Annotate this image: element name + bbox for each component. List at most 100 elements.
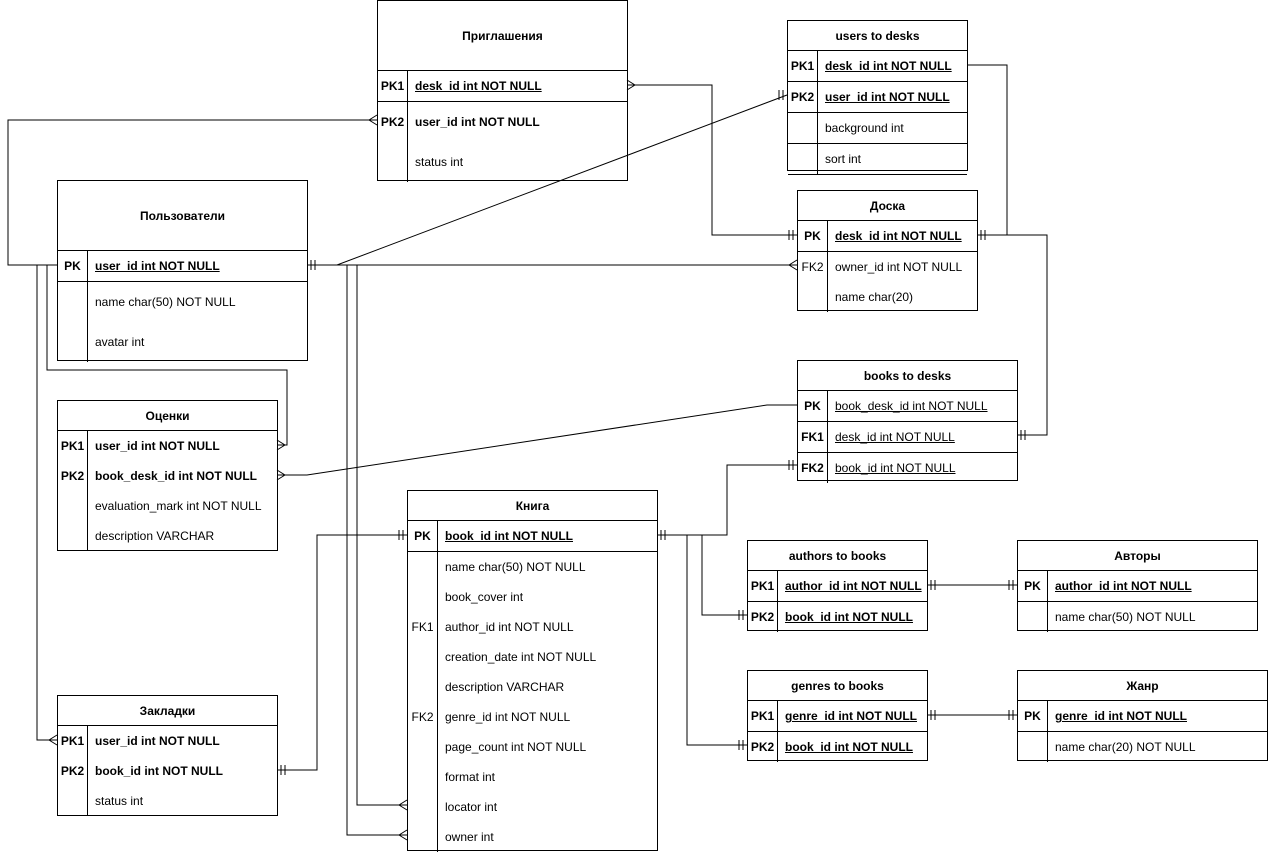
- table-row[interactable]: sort int: [788, 144, 967, 175]
- table-row[interactable]: format int: [408, 762, 657, 792]
- table-row[interactable]: description VARCHAR: [58, 521, 277, 551]
- field-cell: name char(50) NOT NULL: [95, 295, 236, 309]
- field-cell: author_id int NOT NULL: [445, 620, 574, 634]
- key-cell: [408, 732, 438, 762]
- table-row[interactable]: name char(50) NOT NULL: [1018, 602, 1257, 632]
- table-row[interactable]: status int: [378, 142, 627, 182]
- relationship-line: [36, 265, 57, 741]
- field-cell: user_id int NOT NULL: [95, 734, 220, 748]
- marker-stroke: [626, 79, 636, 86]
- table-row[interactable]: PK2 book_id int NOT NULL: [748, 602, 927, 632]
- marker-stroke: [398, 829, 408, 836]
- table-row[interactable]: name char(50) NOT NULL: [58, 282, 307, 322]
- table-row[interactable]: description VARCHAR: [408, 672, 657, 702]
- table-row[interactable]: creation_date int NOT NULL: [408, 642, 657, 672]
- key-cell: PK2: [748, 602, 778, 632]
- field-cell: book_id int NOT NULL: [785, 610, 913, 624]
- table-title: users to desks: [788, 21, 967, 51]
- field-cell: genre_id int NOT NULL: [785, 709, 917, 723]
- field-cell: book_id int NOT NULL: [95, 764, 223, 778]
- field-cell: book_id int NOT NULL: [835, 461, 956, 475]
- key-cell: PK: [1018, 701, 1048, 731]
- field-cell: sort int: [825, 152, 862, 166]
- field-cell: genre_id int NOT NULL: [445, 710, 571, 724]
- key-cell: PK2: [58, 461, 88, 491]
- table-title: genres to books: [748, 671, 927, 701]
- key-cell: [408, 822, 438, 852]
- marker-stroke: [368, 119, 378, 126]
- key-cell: [58, 521, 88, 551]
- table-row[interactable]: name char(50) NOT NULL: [408, 552, 657, 582]
- table-row[interactable]: name char(20): [798, 282, 977, 312]
- key-cell: PK: [798, 221, 828, 251]
- table-row[interactable]: PK2 book_id int NOT NULL: [58, 756, 277, 786]
- table-row[interactable]: background int: [788, 113, 967, 144]
- key-cell: PK1: [378, 71, 408, 101]
- key-cell: [58, 322, 88, 362]
- table-row[interactable]: PK desk_id int NOT NULL: [798, 221, 977, 252]
- key-cell: PK2: [58, 756, 88, 786]
- field-cell: page_count int NOT NULL: [445, 740, 587, 754]
- table-row[interactable]: status int: [58, 786, 277, 816]
- table-row[interactable]: locator int: [408, 792, 657, 822]
- key-cell: PK2: [378, 102, 408, 142]
- key-cell: [408, 642, 438, 672]
- field-cell: desk_id int NOT NULL: [835, 229, 962, 243]
- key-cell: PK2: [788, 82, 818, 112]
- table-row[interactable]: owner int: [408, 822, 657, 852]
- key-cell: [58, 491, 88, 521]
- table-row[interactable]: name char(20) NOT NULL: [1018, 732, 1267, 762]
- table-row[interactable]: page_count int NOT NULL: [408, 732, 657, 762]
- field-cell: author_id int NOT NULL: [1055, 579, 1192, 593]
- relationship-line: [686, 535, 747, 746]
- key-cell: PK1: [58, 726, 88, 756]
- field-cell: book_desk_id int NOT NULL: [835, 399, 988, 413]
- marker-stroke: [398, 799, 408, 806]
- field-cell: name char(50) NOT NULL: [1055, 610, 1196, 624]
- table-row[interactable]: evaluation_mark int NOT NULL: [58, 491, 277, 521]
- table-row[interactable]: book_cover int: [408, 582, 657, 612]
- field-cell: creation_date int NOT NULL: [445, 650, 597, 664]
- key-cell: PK: [798, 391, 828, 421]
- key-cell: [1018, 602, 1048, 632]
- field-cell: status int: [415, 155, 464, 169]
- field-cell: format int: [445, 770, 496, 784]
- table-row[interactable]: PK1 user_id int NOT NULL: [58, 726, 277, 756]
- relationship-line: [277, 534, 407, 771]
- table-row[interactable]: PK book_desk_id int NOT NULL: [798, 391, 1017, 422]
- field-cell: desk_id int NOT NULL: [835, 430, 955, 444]
- field-cell: author_id int NOT NULL: [785, 579, 922, 593]
- field-cell: user_id int NOT NULL: [95, 259, 220, 273]
- table-row[interactable]: avatar int: [58, 322, 307, 362]
